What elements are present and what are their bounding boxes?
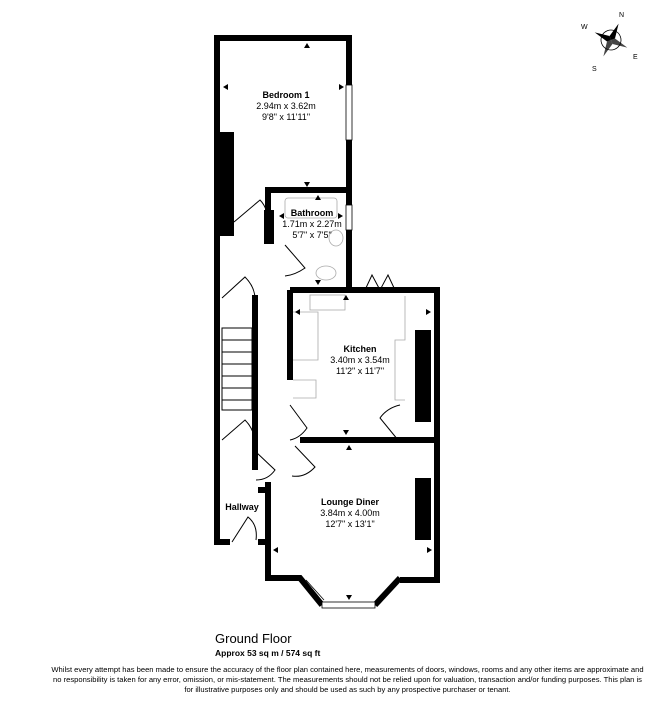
room-name: Lounge Diner (321, 497, 379, 507)
room-name: Bedroom 1 (262, 90, 310, 100)
fixtures (284, 197, 406, 401)
room-bedroom1: Bedroom 1 2.94m x 3.62m 9'8" x 11'11" (256, 90, 316, 123)
compass-n: N (619, 12, 624, 19)
compass-letters: N E S W (581, 12, 638, 73)
floor-title: Ground Floor (215, 631, 292, 646)
room-metric: 2.94m x 3.62m (256, 101, 316, 111)
disclaimer-text: Whilst every attempt has been made to en… (51, 665, 644, 694)
doors (221, 199, 401, 543)
room-imperial: 5'7" x 7'5" (292, 230, 332, 240)
room-metric: 1.71m x 2.27m (282, 219, 342, 229)
room-imperial: 11'2" x 11'7" (335, 366, 385, 376)
room-name: Bathroom (290, 208, 334, 218)
room-imperial: 9'8" x 11'11" (261, 112, 311, 122)
floor-area: Approx 53 sq m / 574 sq ft (215, 648, 321, 658)
room-lounge-diner: Lounge Diner 3.84m x 4.00m 12'7" x 13'1" (320, 497, 380, 530)
room-hallway: Hallway (225, 502, 259, 513)
chimney-breasts (220, 132, 431, 540)
room-metric: 3.84m x 4.00m (320, 508, 380, 518)
room-bathroom: Bathroom 1.71m x 2.27m 5'7" x 7'5" (282, 208, 342, 241)
room-metric: 3.40m x 3.54m (330, 355, 390, 365)
compass-rose-icon (594, 23, 628, 57)
room-imperial: 12'7" x 13'1" (325, 519, 375, 529)
room-kitchen: Kitchen 3.40m x 3.54m 11'2" x 11'7" (330, 344, 390, 377)
room-name: Hallway (225, 502, 259, 512)
room-name: Kitchen (343, 344, 377, 354)
stairs (221, 327, 253, 411)
compass-e: E (633, 54, 638, 61)
compass-w: W (581, 24, 588, 31)
windows (301, 84, 398, 609)
compass-s: S (592, 66, 597, 73)
